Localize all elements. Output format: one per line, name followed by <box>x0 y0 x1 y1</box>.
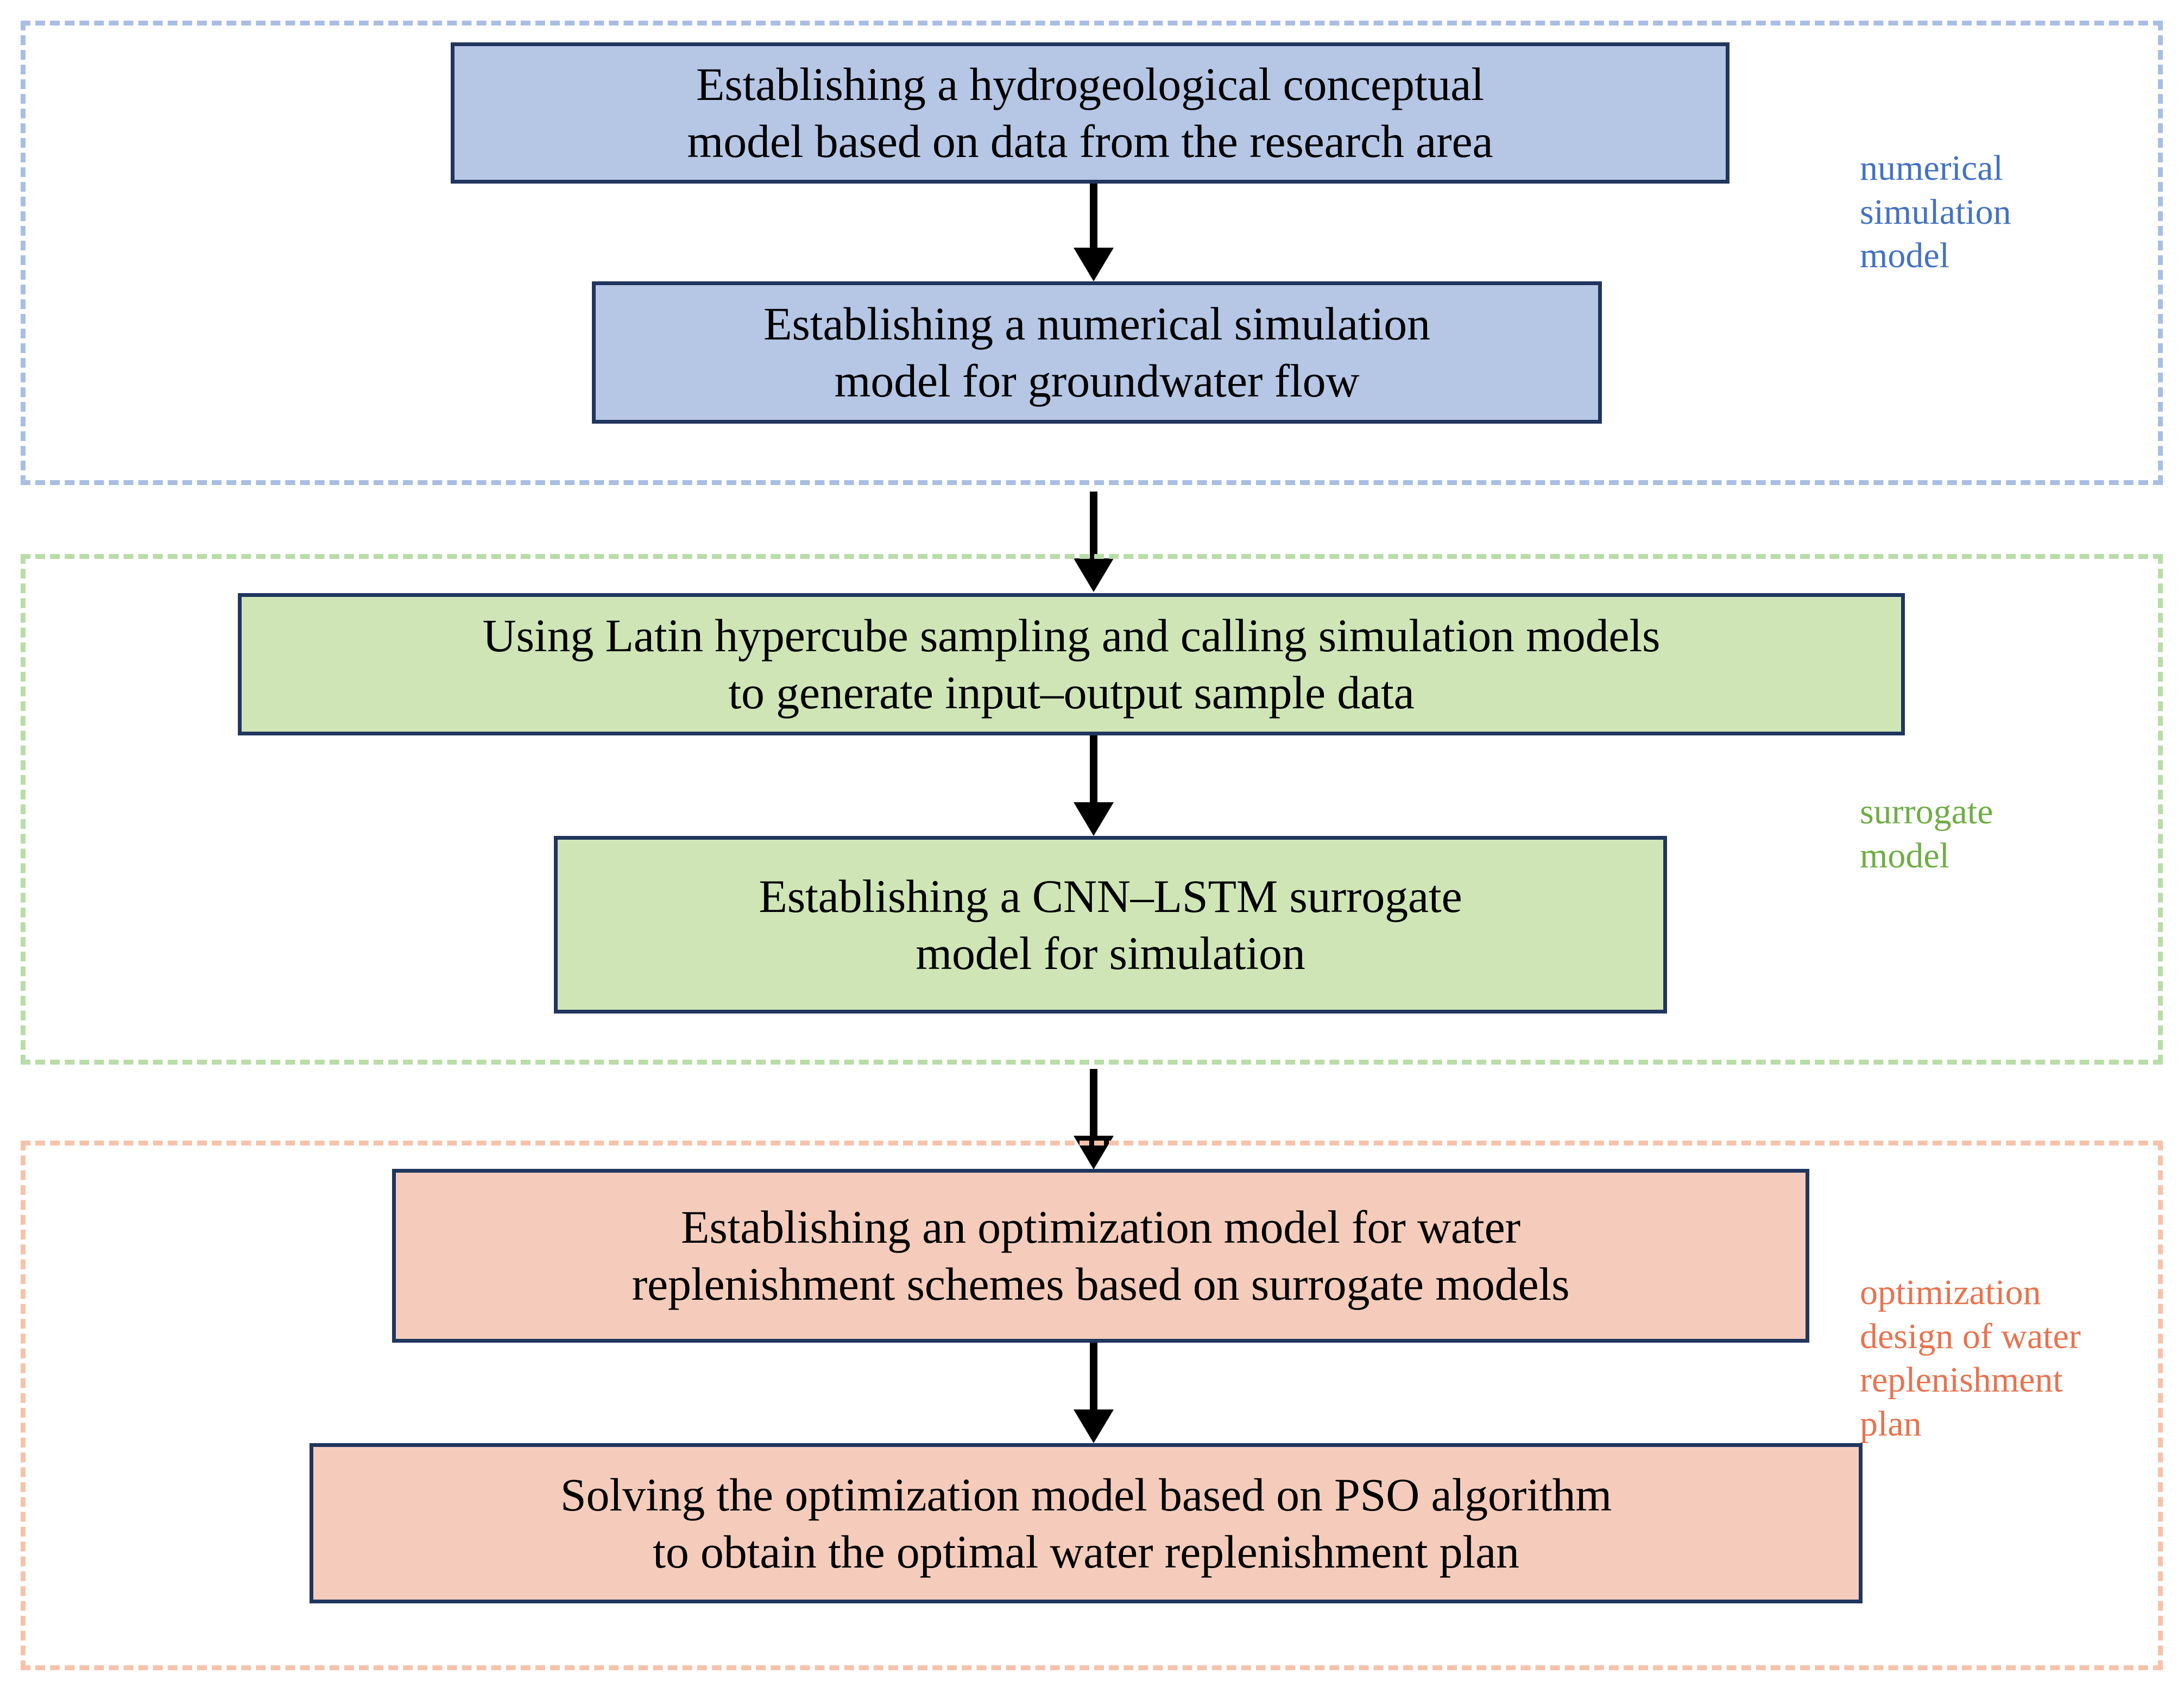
box-1-line-2: model based on data from the research ar… <box>687 115 1493 167</box>
group-label-surrogate-model: surrogate model <box>1860 792 1993 876</box>
box-4-line-2: model for simulation <box>916 927 1305 979</box>
arrow-head <box>1074 802 1114 836</box>
box-optimization-model-water-replenishment[interactable]: Establishing an optimization model for w… <box>392 1169 1809 1343</box>
box-hydrogeological-conceptual-model[interactable]: Establishing a hydrogeological conceptua… <box>451 42 1729 184</box>
box-numerical-simulation-model[interactable]: Establishing a numerical simulation mode… <box>592 281 1602 424</box>
box-cnn-lstm-surrogate-model[interactable]: Establishing a CNN–LSTM surrogate model … <box>554 836 1667 1014</box>
box-3-line-1: Using Latin hypercube sampling and calli… <box>482 609 1661 662</box>
box-5-line-1: Establishing an optimization model for w… <box>680 1201 1520 1254</box>
arrow-head <box>1074 558 1114 592</box>
box-2-line-2: model for groundwater flow <box>834 355 1360 407</box>
arrow-shaft <box>1090 492 1097 559</box>
arrow-head <box>1074 248 1114 281</box>
arrow-shaft <box>1090 1069 1097 1137</box>
box-3-line-2: to generate input–output sample data <box>728 666 1415 719</box>
box-6-line-1: Solving the optimization model based on … <box>560 1468 1612 1521</box>
box-4-line-1: Establishing a CNN–LSTM surrogate <box>759 870 1462 922</box>
box-pso-algorithm-optimal-plan[interactable]: Solving the optimization model based on … <box>310 1443 1863 1603</box>
box-6-line-2: to obtain the optimal water replenishmen… <box>653 1525 1519 1578</box>
group-optimization-design-of-water-replenishment-plan <box>21 1141 2163 1670</box>
arrow-shaft <box>1090 735 1097 803</box>
arrow-shaft <box>1090 1343 1097 1411</box>
box-5-line-2: replenishment schemes based on surrogate… <box>632 1258 1570 1310</box>
box-2-line-1: Establishing a numerical simulation <box>763 298 1430 350</box>
group-surrogate-model <box>21 554 2163 1065</box>
arrow-shaft <box>1090 184 1097 249</box>
box-1-line-1: Establishing a hydrogeological conceptua… <box>696 58 1484 111</box>
group-label-numerical-simulation-model: numerical simulation model <box>1860 148 2011 276</box>
group-label-optimization-design: optimization design of water replenishme… <box>1860 1273 2081 1444</box>
arrow-head <box>1074 1409 1114 1443</box>
group-numerical-simulation-model <box>21 21 2163 485</box>
box-latin-hypercube-sampling[interactable]: Using Latin hypercube sampling and calli… <box>238 593 1905 735</box>
